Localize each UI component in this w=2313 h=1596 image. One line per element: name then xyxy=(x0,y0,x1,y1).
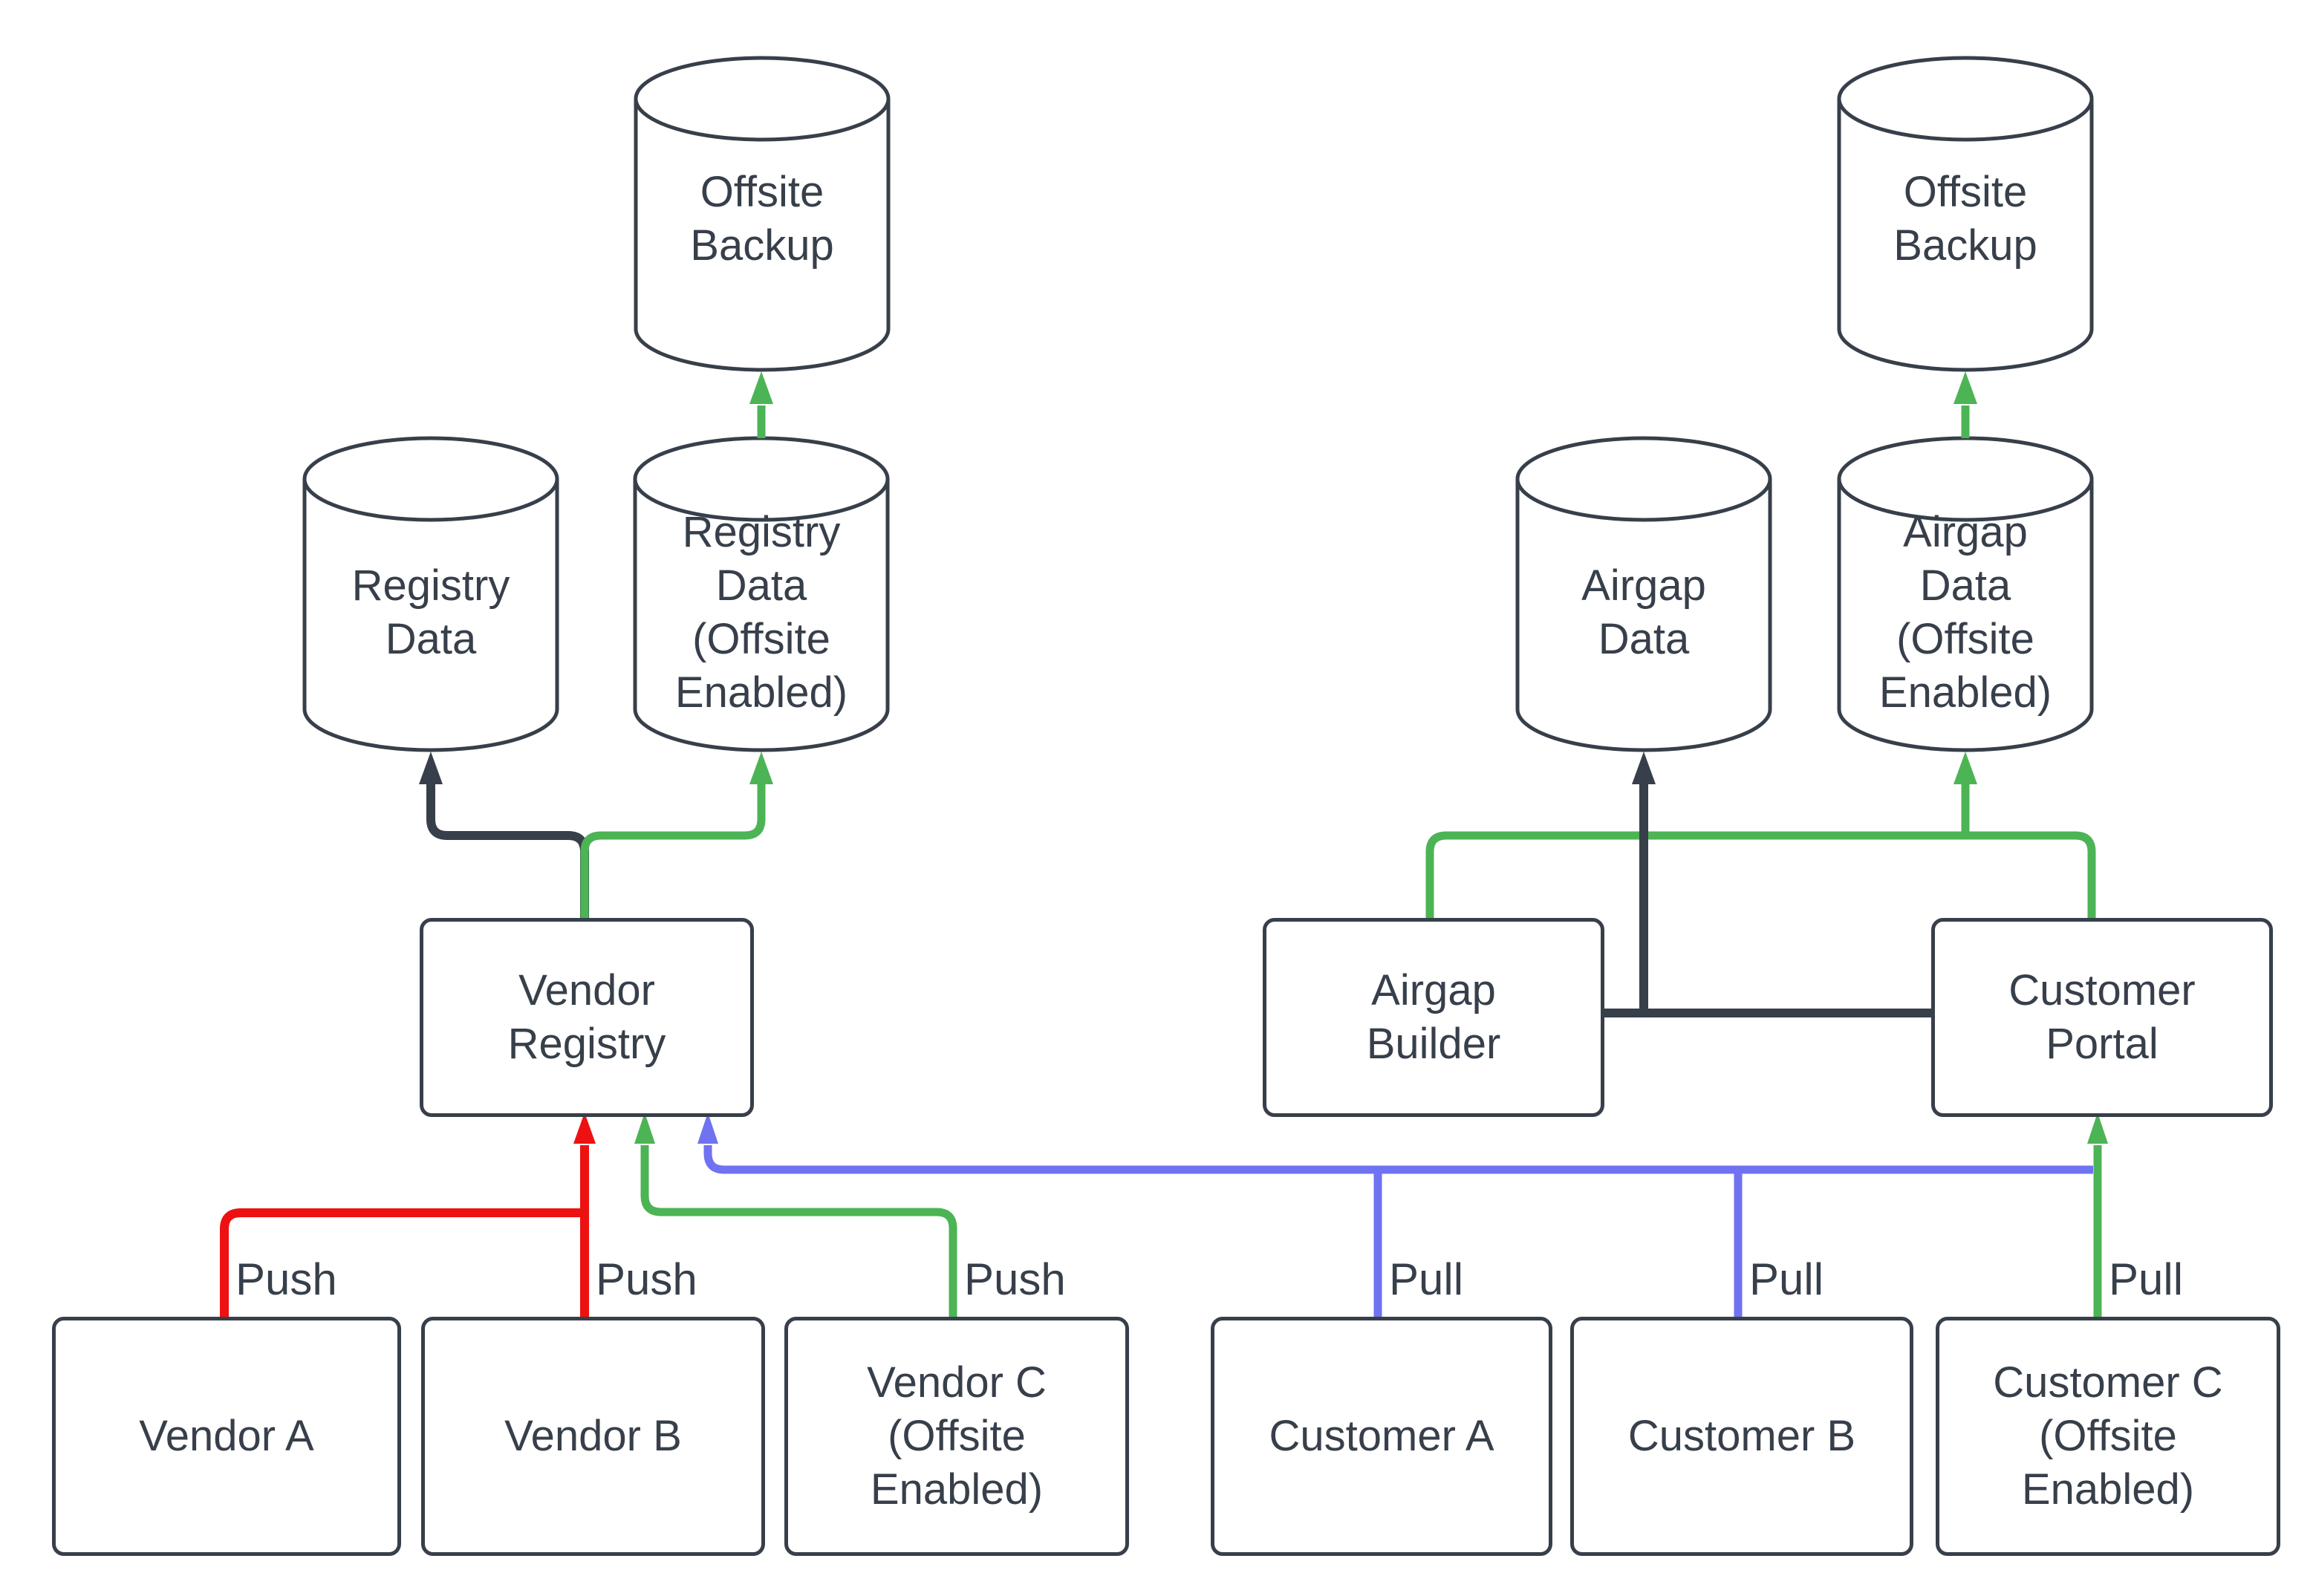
edge-label-push-vendor-b: Push xyxy=(596,1254,697,1304)
edge-label-push-vendor-a: Push xyxy=(235,1254,337,1304)
edge-label-pull-customer-b: Pull xyxy=(1749,1254,1824,1304)
cylinder-airgap-data[interactable] xyxy=(1515,436,1772,752)
node-airgap-builder[interactable]: Airgap Builder xyxy=(1263,918,1604,1117)
cylinder-airgap-data-offsite[interactable] xyxy=(1837,436,2094,752)
edge-registry-dark xyxy=(419,752,589,918)
edge-customers-pull-purple xyxy=(697,1113,2093,1317)
cylinder-registry-data[interactable] xyxy=(302,436,559,752)
cylinder-offsite-backup-left[interactable] xyxy=(634,56,891,372)
edge-registry-offsite-green xyxy=(580,752,773,918)
cylinder-offsite-backup-right[interactable] xyxy=(1837,56,2094,372)
node-vendor-c[interactable]: Vendor C (Offsite Enabled) xyxy=(784,1317,1129,1556)
node-customer-c[interactable]: Customer C (Offsite Enabled) xyxy=(1936,1317,2280,1556)
edge-registry-offsite-to-backup xyxy=(749,371,773,438)
edge-customer-c-pull-green xyxy=(2087,1113,2108,1317)
node-vendor-a[interactable]: Vendor A xyxy=(52,1317,401,1556)
node-vendor-b[interactable]: Vendor B xyxy=(421,1317,765,1556)
node-customer-a[interactable]: Customer A xyxy=(1211,1317,1552,1556)
cylinder-registry-data-offsite[interactable] xyxy=(633,436,890,752)
edge-vendors-push-red xyxy=(220,1113,596,1317)
edge-label-pull-customer-c: Pull xyxy=(2109,1254,2184,1304)
edge-label-pull-customer-a: Pull xyxy=(1389,1254,1464,1304)
edge-airgap-dark xyxy=(1597,752,1931,1017)
node-vendor-registry[interactable]: Vendor Registry xyxy=(420,918,754,1117)
edge-label-push-vendor-c: Push xyxy=(964,1254,1066,1304)
edge-airgap-offsite-to-backup xyxy=(1953,371,1977,438)
node-customer-portal[interactable]: Customer Portal xyxy=(1931,918,2273,1117)
node-customer-b[interactable]: Customer B xyxy=(1570,1317,1913,1556)
edge-vendor-c-push-green xyxy=(634,1113,957,1317)
edge-airgap-offsite-green xyxy=(1425,752,2096,920)
